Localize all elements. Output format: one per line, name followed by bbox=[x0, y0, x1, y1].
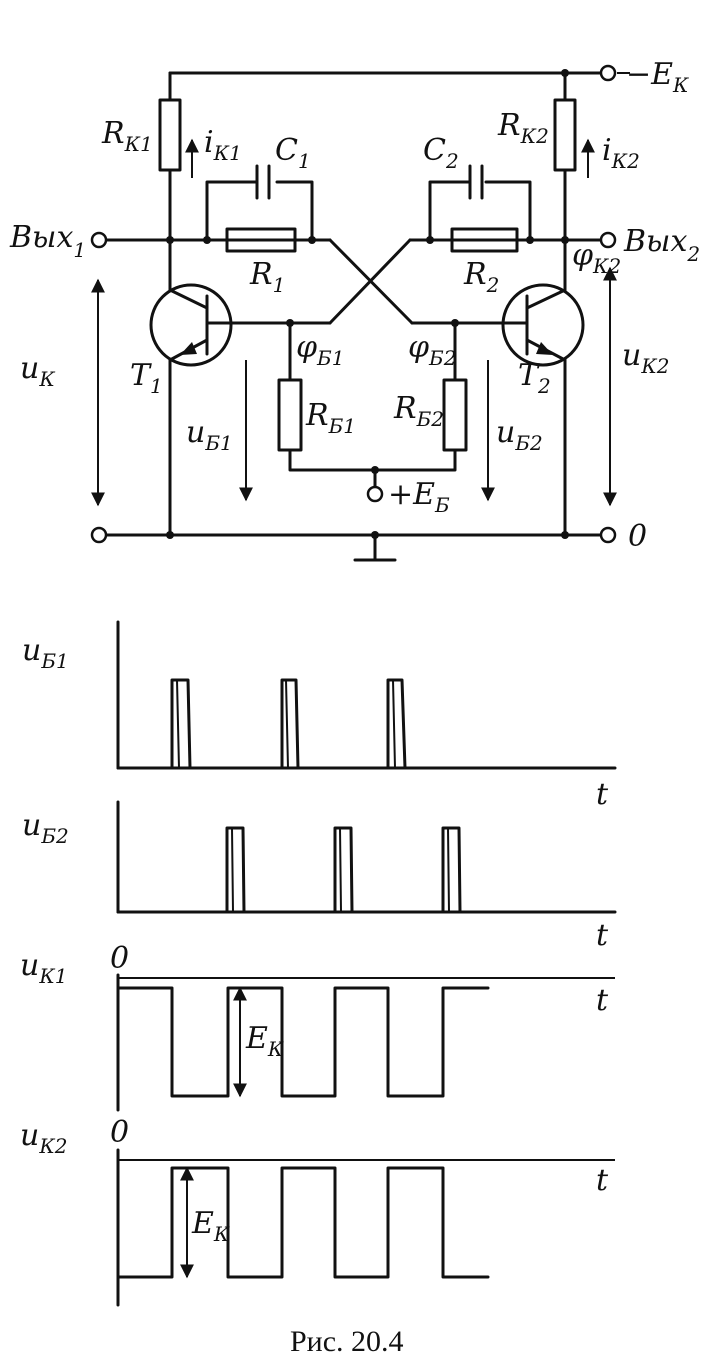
waveform-uk2 bbox=[116, 1166, 490, 1279]
ub1-label: uБ1 bbox=[186, 415, 233, 455]
t1-label: T1 bbox=[130, 358, 163, 398]
resistor-rk2 bbox=[553, 98, 577, 172]
cross-wire-2 bbox=[328, 238, 412, 325]
ik1-label: iК1 bbox=[204, 125, 242, 165]
ek-terminal bbox=[599, 64, 617, 82]
rb1-label: RБ1 bbox=[305, 398, 356, 438]
ub2-label: uБ2 bbox=[496, 415, 543, 455]
svg-text:t: t bbox=[596, 983, 609, 1018]
resistor-rb2 bbox=[442, 378, 468, 452]
capacitor-c2 bbox=[468, 164, 484, 200]
figure-caption: Рис. 20.4 bbox=[290, 1325, 404, 1358]
ek-label: −EК bbox=[626, 57, 689, 97]
axis-ub2 bbox=[116, 800, 617, 914]
phi-b1-label: φБ1 bbox=[296, 330, 344, 370]
eb-terminal bbox=[366, 485, 384, 503]
svg-text:uК1: uК1 bbox=[20, 948, 68, 988]
t2-label: T2 bbox=[518, 358, 551, 398]
svg-text:uБ1: uБ1 bbox=[22, 633, 69, 673]
rk2-label: RК2 bbox=[497, 108, 549, 148]
graph-uk2: uК2 0 EК t bbox=[20, 1115, 615, 1307]
waveform-uk1 bbox=[116, 986, 490, 1098]
graph-uk1: uК1 0 EК t bbox=[20, 941, 615, 1112]
svg-text:uБ2: uБ2 bbox=[22, 808, 69, 848]
r1-label: R1 bbox=[249, 257, 285, 297]
phi-k2-label: φК2 bbox=[572, 238, 621, 278]
svg-text:uК2: uК2 bbox=[20, 1118, 68, 1158]
svg-text:t: t bbox=[596, 777, 609, 812]
svg-text:0: 0 bbox=[110, 1115, 129, 1150]
svg-text:EК: EК bbox=[191, 1206, 230, 1246]
svg-text:EК: EК bbox=[245, 1021, 284, 1061]
transistor-t2 bbox=[498, 283, 585, 367]
svg-text:t: t bbox=[596, 918, 609, 953]
svg-text:0: 0 bbox=[110, 941, 129, 976]
svg-text:t: t bbox=[596, 1163, 609, 1198]
eb-label: +EБ bbox=[388, 477, 450, 517]
capacitor-c1 bbox=[255, 164, 271, 200]
transistor-t1 bbox=[149, 283, 233, 367]
rk1-label: RК1 bbox=[101, 116, 153, 156]
axis-ub1 bbox=[116, 620, 617, 770]
zero-label: 0 bbox=[628, 519, 647, 554]
waveform-ub1 bbox=[116, 678, 407, 770]
phi-b2-label: φБ2 bbox=[408, 330, 456, 370]
timing-diagrams: uБ1 t uБ2 t uК1 0 EК t uК2 0 bbox=[20, 620, 617, 1307]
resistor-r2 bbox=[450, 227, 519, 253]
c1-label: C1 bbox=[275, 133, 311, 173]
out2-label: Вых2 bbox=[623, 224, 700, 266]
out2-terminal bbox=[599, 231, 617, 249]
c2-label: C2 bbox=[423, 133, 459, 173]
graph-ub1: uБ1 t bbox=[22, 620, 617, 812]
circuit-schematic: −EК RК1 iК1 C1 C2 RК2 iК2 Вых1 Вых2 R1 R… bbox=[9, 57, 700, 562]
out1-terminal bbox=[90, 231, 108, 249]
uk2-label: uК2 bbox=[622, 338, 670, 378]
uk-label: uК bbox=[20, 351, 55, 391]
ik2-label: iК2 bbox=[602, 133, 640, 173]
resistor-rb1 bbox=[277, 378, 303, 452]
resistor-r1 bbox=[225, 227, 297, 253]
waveform-ub2 bbox=[116, 826, 462, 914]
resistor-rk1 bbox=[158, 98, 182, 172]
out1-label: Вых1 bbox=[9, 220, 86, 262]
rb2-label: RБ2 bbox=[393, 391, 444, 431]
r2-label: R2 bbox=[463, 257, 499, 297]
zero-left-terminal bbox=[90, 526, 108, 544]
ground-symbol bbox=[353, 533, 397, 562]
graph-ub2: uБ2 t bbox=[22, 800, 617, 953]
zero-right-terminal bbox=[599, 526, 617, 544]
